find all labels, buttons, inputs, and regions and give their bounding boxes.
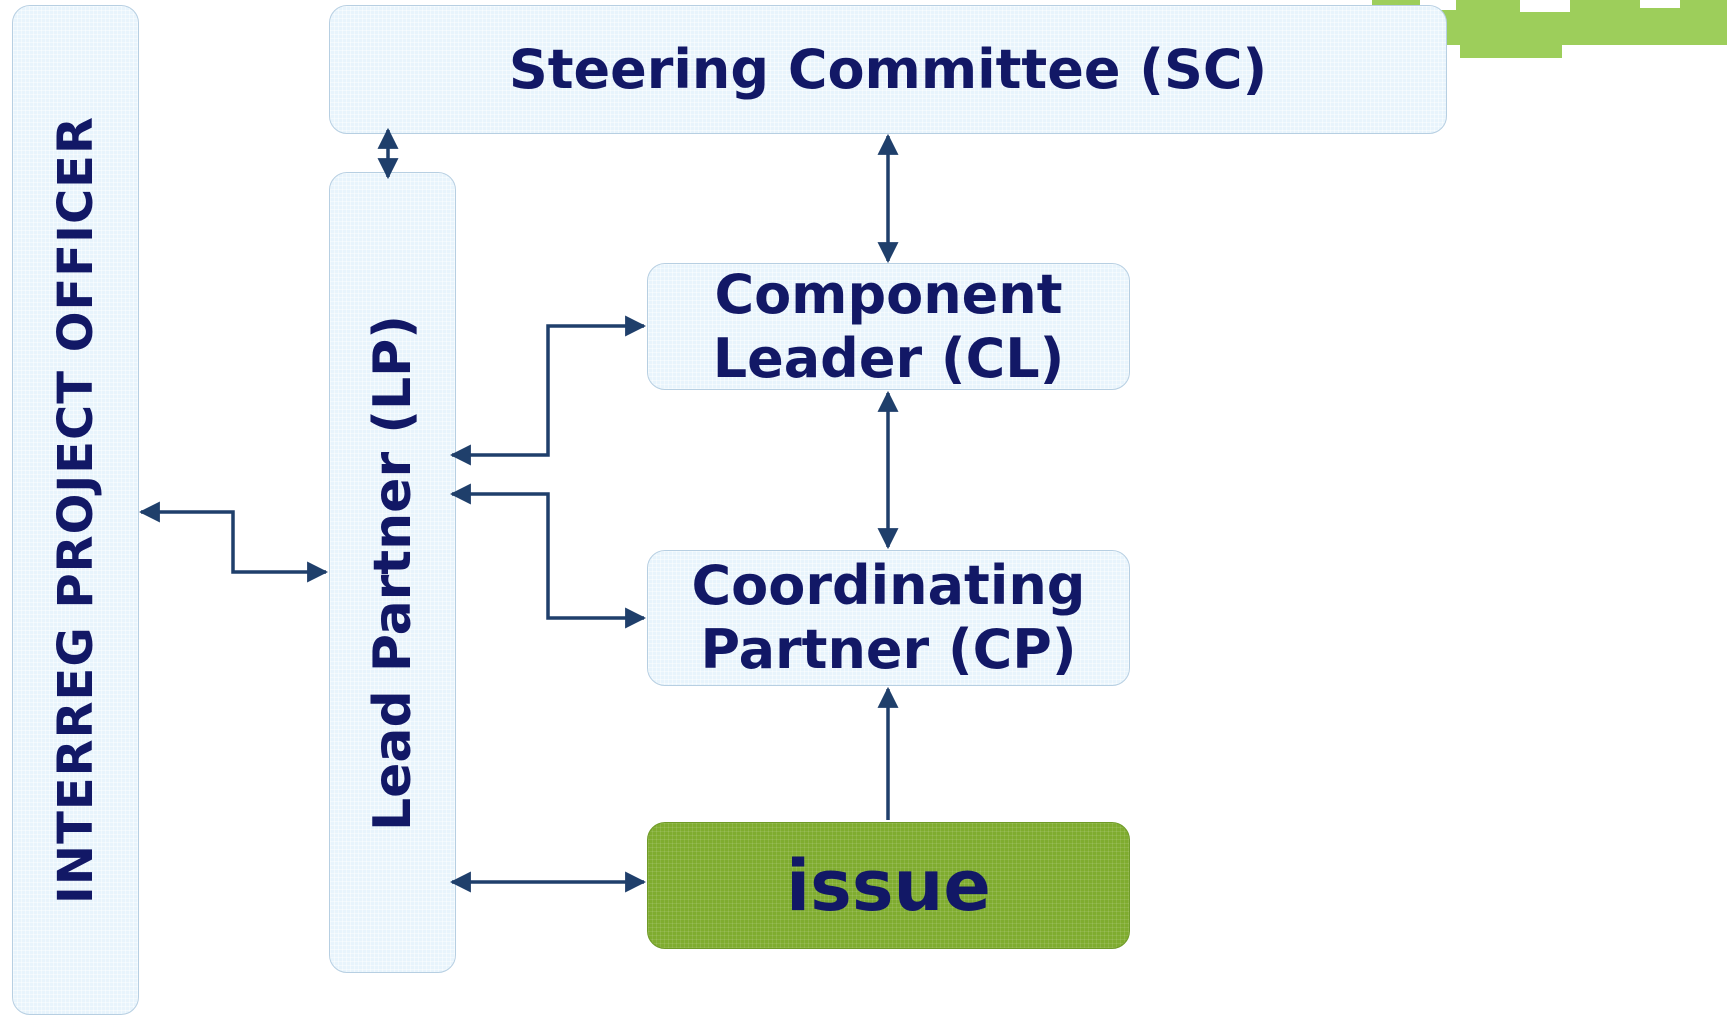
- component-leader-label-line1: Component: [714, 262, 1063, 326]
- steering-committee-box: Steering Committee (SC): [329, 5, 1447, 134]
- component-leader-box: Component Leader (CL): [647, 263, 1130, 390]
- component-leader-label-line2: Leader (CL): [712, 326, 1065, 390]
- interreg-project-officer-box: INTERREG PROJECT OFFICER: [12, 5, 139, 1015]
- issue-box: issue: [647, 822, 1130, 949]
- coordinating-partner-box: Coordinating Partner (CP): [647, 550, 1130, 686]
- edge-lp-cl: [449, 315, 647, 466]
- steering-committee-label: Steering Committee (SC): [508, 38, 1268, 101]
- lead-partner-box: Lead Partner (LP): [329, 172, 456, 973]
- coordinating-partner-label-line2: Partner (CP): [700, 618, 1077, 681]
- issue-label: issue: [786, 844, 991, 927]
- edge-iio-lp: [138, 501, 329, 583]
- coordinating-partner-label-line1: Coordinating: [691, 554, 1086, 617]
- edge-lp-cp: [449, 483, 647, 629]
